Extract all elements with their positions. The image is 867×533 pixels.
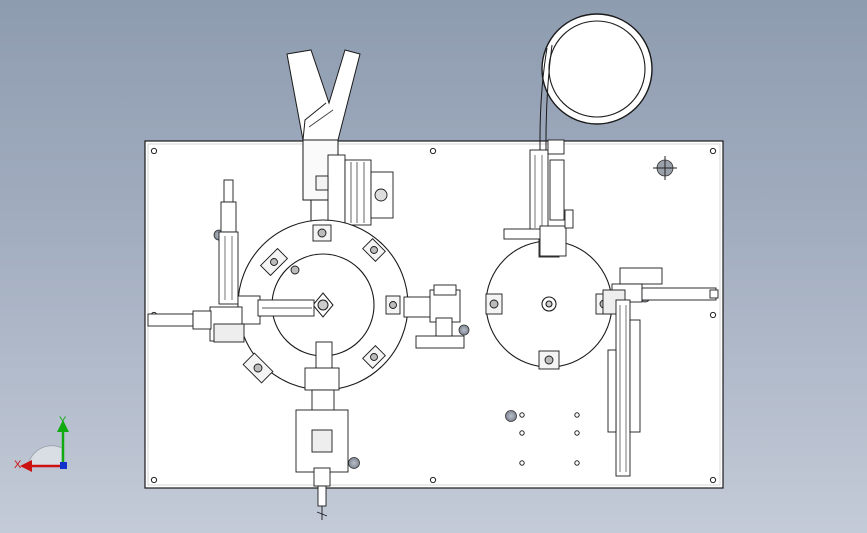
right-rotary-table xyxy=(485,240,613,368)
target-pin-cross xyxy=(653,156,677,180)
feeder-column xyxy=(503,139,574,257)
left-table-fixtures xyxy=(242,224,401,384)
right-linear-module xyxy=(602,267,719,477)
left-bottom-slide xyxy=(295,341,349,520)
mounting-holes xyxy=(150,147,717,484)
left-side-pusher xyxy=(403,284,465,349)
feed-chute xyxy=(286,49,361,227)
y-axis-label: Y xyxy=(59,415,67,427)
coordinate-triad: Y X xyxy=(14,415,69,472)
chute-slide-module xyxy=(315,154,394,231)
y-axis-head xyxy=(57,420,69,432)
triad-base-shadow xyxy=(27,445,63,467)
x-axis-head xyxy=(20,460,32,472)
left-cylinder-assembly xyxy=(147,179,315,343)
z-axis-marker xyxy=(60,462,67,469)
tape-reel xyxy=(539,13,653,180)
x-axis-label: X xyxy=(14,459,22,471)
